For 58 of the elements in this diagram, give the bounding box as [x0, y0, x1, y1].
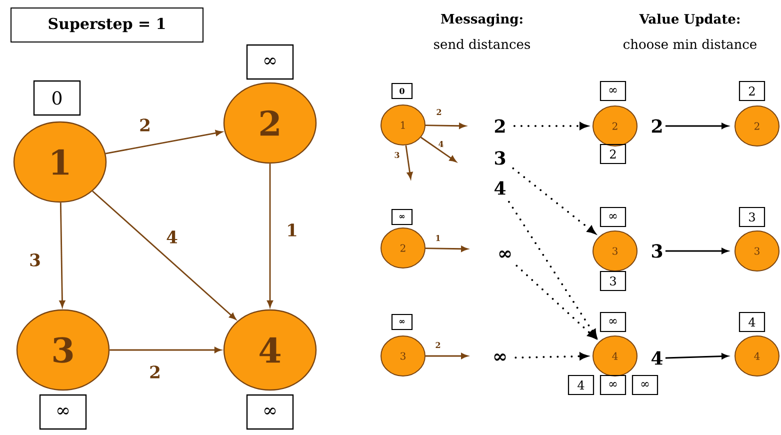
value-box: ∞ [600, 374, 626, 396]
arrow [105, 130, 222, 154]
value-box: ∞ [246, 394, 294, 430]
value-box: ∞ [246, 44, 294, 80]
weight-label: 1 [285, 222, 299, 238]
message-value: 3 [652, 244, 662, 258]
arrow [514, 352, 588, 360]
column-heading: Value Update: [639, 14, 740, 26]
message-value: 4 [494, 181, 506, 195]
arrow [665, 248, 728, 254]
message-value: ∞ [494, 354, 506, 361]
value-box: 4 [568, 374, 594, 396]
message-value: 3 [495, 151, 506, 165]
arrow [92, 190, 236, 320]
weight-label: 1 [434, 234, 442, 242]
value-box: ∞ [600, 80, 626, 102]
column-heading: send distances [434, 38, 530, 50]
column-heading: Messaging: [441, 14, 522, 26]
arrow [267, 164, 273, 308]
arrow [59, 202, 66, 308]
value-box: 3 [600, 270, 626, 292]
message-value: ∞ [499, 250, 511, 258]
value-box: 0 [391, 82, 413, 100]
arrow [405, 145, 413, 179]
arrow [110, 347, 222, 353]
value-box: ∞ [600, 312, 626, 332]
arrow [426, 122, 466, 129]
value-box: ∞ [632, 374, 658, 396]
weight-label: 2 [148, 364, 162, 380]
arrow [512, 167, 596, 234]
value-box: 3 [738, 206, 766, 228]
arrow [426, 246, 468, 252]
weight-label: 2 [434, 341, 442, 349]
arrow [516, 264, 596, 339]
title-box: Superstep = 1 [10, 8, 204, 42]
weight-label: 3 [28, 252, 42, 268]
value-box: ∞ [39, 394, 87, 430]
value-box: 0 [33, 80, 81, 116]
column-heading: choose min distance [624, 38, 756, 50]
arrow [665, 123, 728, 129]
weight-label: 2 [138, 118, 152, 132]
value-box: 2 [738, 80, 766, 102]
weight-label: 4 [437, 140, 445, 148]
message-value: 4 [651, 351, 663, 365]
arrow [426, 353, 468, 359]
arrow [513, 122, 588, 130]
weight-label: 3 [393, 150, 401, 160]
value-box: ∞ [391, 314, 413, 330]
weight-label: 2 [435, 108, 443, 116]
message-value: 2 [652, 119, 662, 133]
arrow [420, 136, 456, 162]
value-box: 4 [738, 312, 766, 332]
message-value: 2 [494, 119, 505, 133]
weight-label: 4 [165, 230, 179, 244]
value-box: ∞ [600, 206, 626, 228]
value-box: 2 [600, 144, 626, 164]
value-box: ∞ [391, 208, 413, 226]
arrow [665, 353, 728, 360]
